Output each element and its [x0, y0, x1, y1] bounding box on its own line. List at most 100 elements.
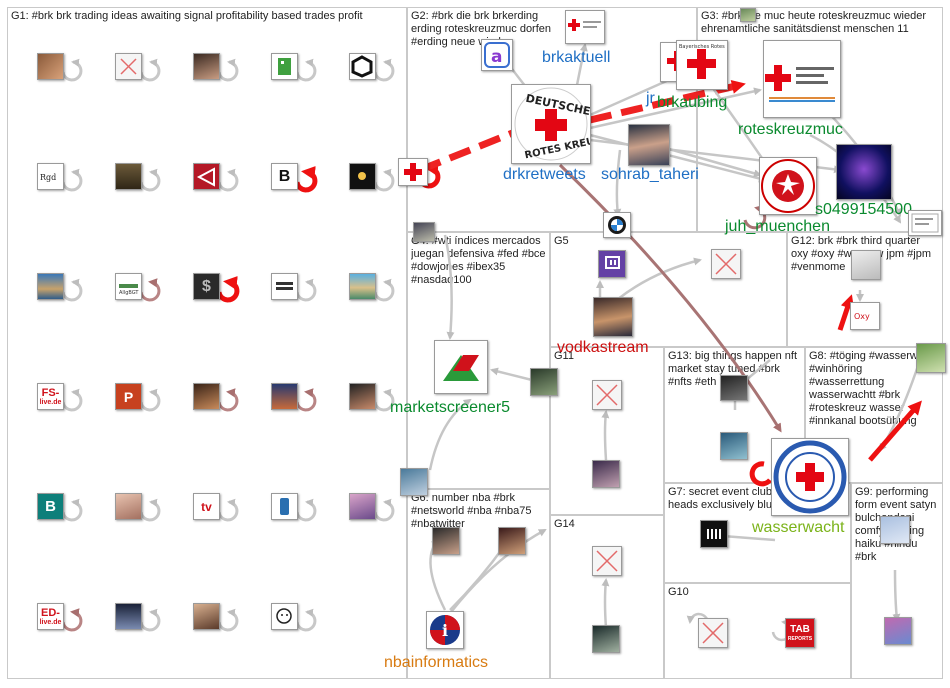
node-vodkastream[interactable] [593, 297, 633, 337]
group-g5: G5 [550, 232, 787, 347]
node-g4-right[interactable] [530, 368, 558, 396]
node-small-g3[interactable] [740, 8, 756, 22]
label-jr: jr [646, 90, 655, 107]
node-g13-bottom[interactable] [720, 432, 748, 460]
node-ed-live[interactable]: ED- live.de [37, 603, 64, 630]
node-g11-bottom[interactable] [592, 460, 620, 488]
node-g8-top[interactable] [916, 343, 946, 373]
node-avatar[interactable] [193, 163, 220, 190]
group-g1-title: G1: #brk brk trading ideas awaiting sign… [11, 10, 363, 22]
node-avatar[interactable]: B [37, 493, 64, 520]
node-avatar[interactable] [271, 493, 298, 520]
node-bayern-small[interactable] [565, 10, 605, 44]
node-avatar[interactable]: AllgBGT [115, 273, 142, 300]
ed-live-sub: live.de [39, 619, 62, 626]
p-logo-icon: P [123, 388, 134, 405]
node-tv[interactable]: tv [193, 493, 220, 520]
node-g12-oxy[interactable]: Oxy [850, 302, 880, 330]
node-roteskreuzmuc[interactable] [763, 40, 841, 118]
node-avatar[interactable] [193, 383, 220, 410]
node-avatar[interactable] [349, 493, 376, 520]
oxy-logo-icon: Oxy [854, 312, 870, 321]
tab-reports-logo: TAB [790, 623, 810, 635]
node-nbainformatics[interactable]: i [426, 611, 464, 649]
label-drkretweets: drkretweets [503, 166, 586, 183]
cartoon-face-icon [276, 608, 292, 624]
nbainformatics-logo: i [430, 615, 460, 645]
node-avatar[interactable] [115, 493, 142, 520]
johanniter-logo [761, 159, 815, 213]
node-g14-bottom[interactable] [592, 625, 620, 653]
ed-live-logo: ED- [41, 606, 60, 619]
node-drkretweets[interactable]: DEUTSCHES ROTES KREUZ [511, 84, 591, 164]
dollar-icon: $ [202, 277, 211, 295]
node-avatar[interactable] [349, 163, 376, 190]
node-avatar[interactable] [349, 53, 376, 80]
group-g6-title: G6: number nba #brk #netsworld #nba #nba… [411, 492, 532, 530]
node-drk-small[interactable] [398, 158, 428, 186]
group-g10-title: G10 [668, 586, 689, 598]
node-g7[interactable] [700, 520, 728, 548]
node-tab-reports[interactable]: TAB REPORTS [785, 618, 815, 648]
node-g9-top[interactable] [880, 516, 910, 544]
node-g4-top[interactable] [413, 222, 435, 242]
node-g4-bottom[interactable] [400, 468, 428, 496]
node-broken-image-g14[interactable] [592, 546, 622, 576]
node-avatar[interactable] [115, 163, 142, 190]
group-g14-title: G14 [554, 518, 575, 530]
group-g11: G11 [550, 347, 664, 515]
group-g12-title: G12: brk #brk third quarter oxy #oxy #ww… [791, 235, 931, 273]
node-s0499[interactable] [836, 144, 892, 200]
node-sohrab[interactable] [628, 124, 670, 166]
node-avatar[interactable] [349, 273, 376, 300]
node-broken-image-g10[interactable] [698, 618, 728, 648]
node-avatar[interactable] [37, 273, 64, 300]
node-avatar[interactable] [349, 383, 376, 410]
node-g9-bottom[interactable] [884, 617, 912, 645]
node-avatar[interactable] [271, 383, 298, 410]
label-marketscreener: marketscreener5 [390, 399, 511, 416]
node-avatar[interactable] [115, 603, 142, 630]
node-twitch[interactable] [598, 250, 626, 278]
node-avatar[interactable]: $ [193, 273, 220, 300]
dot-logo-icon [358, 172, 366, 180]
node-brkaktuell[interactable]: a [481, 39, 513, 71]
node-avatar[interactable] [193, 53, 220, 80]
node-avatar[interactable] [271, 53, 298, 80]
node-broken-image[interactable] [115, 53, 142, 80]
label-wasserwacht: wasserwacht [752, 519, 845, 536]
node-avatar[interactable] [193, 603, 220, 630]
group-g9: G9: performing form event satyn bulchand… [851, 483, 943, 679]
label-vodkastream: vodkastream [557, 339, 649, 356]
node-fs-live[interactable]: FS- live.de [37, 383, 64, 410]
svg-text:Oxy: Oxy [854, 312, 870, 321]
rainbow-a-icon: a [484, 42, 510, 68]
node-g6-1[interactable] [432, 527, 460, 555]
bank-logo-icon: AllgBGT [119, 284, 139, 296]
tab-reports-sub: REPORTS [787, 636, 813, 642]
broken-image-icon [120, 58, 137, 75]
node-broken-image-g5[interactable] [711, 249, 741, 279]
node-wasserwacht[interactable] [771, 438, 849, 516]
node-juh[interactable] [759, 157, 817, 215]
bmw-logo-icon [608, 216, 626, 234]
node-avatar[interactable] [37, 53, 64, 80]
node-avatar[interactable]: P [115, 383, 142, 410]
node-brkaubing[interactable]: Bayerisches Rotes [676, 40, 728, 90]
node-g12-top[interactable] [851, 250, 881, 280]
node-avatar[interactable]: B [271, 163, 298, 190]
label-sohrab: sohrab_taheri [601, 166, 699, 183]
node-broken-image-g11[interactable] [592, 380, 622, 410]
node-g6-2[interactable] [498, 527, 526, 555]
drk-logo: DEUTSCHES ROTES KREUZ [514, 87, 590, 161]
node-small-g3b[interactable] [908, 210, 942, 236]
node-bmw[interactable] [603, 212, 631, 238]
marketscreener-logo [443, 355, 479, 381]
node-g13-top[interactable] [720, 375, 748, 401]
node-avatar[interactable] [271, 603, 298, 630]
node-avatar[interactable]: Rgd [37, 163, 64, 190]
svg-text:AllgBGT: AllgBGT [119, 290, 139, 296]
node-marketscreener[interactable] [434, 340, 488, 394]
node-avatar[interactable] [271, 273, 298, 300]
